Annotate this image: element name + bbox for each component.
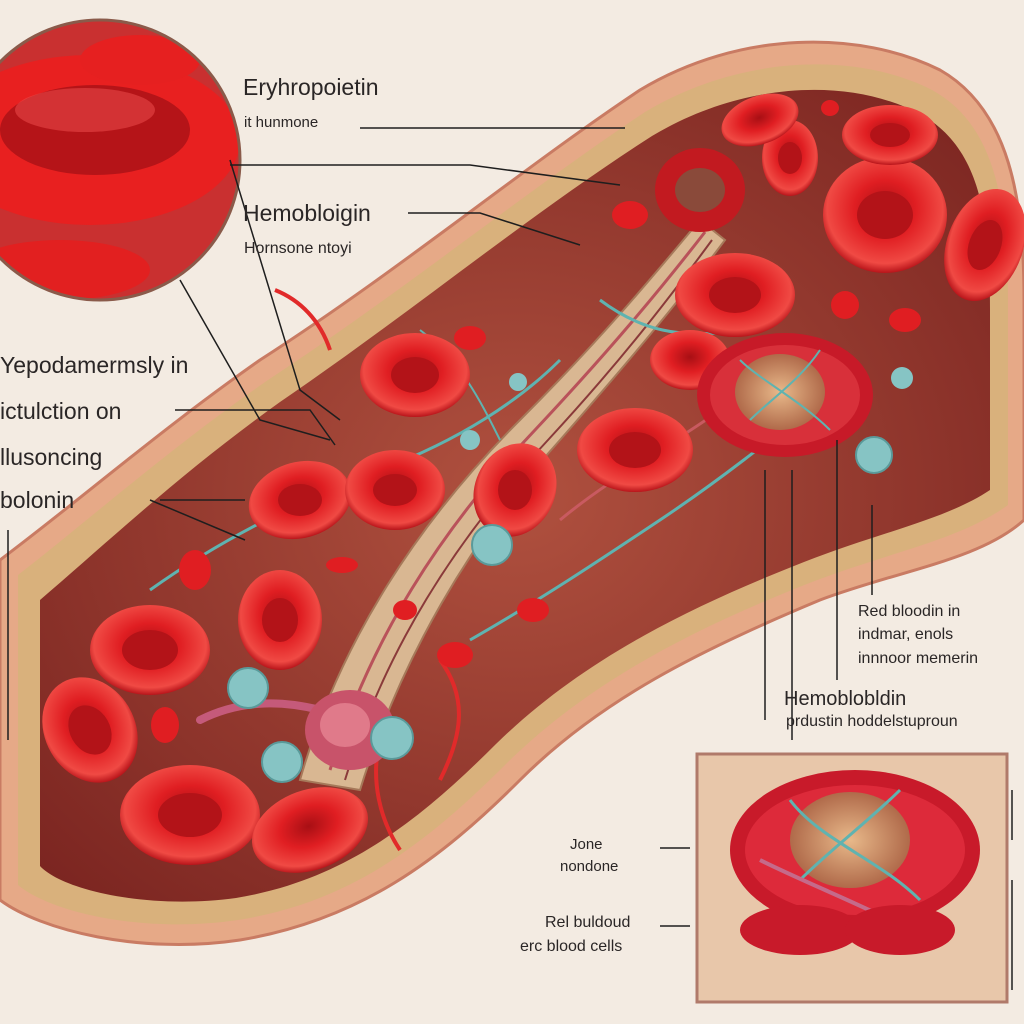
- label-left-3: llusoncing: [0, 444, 103, 470]
- rbc: [675, 253, 795, 337]
- rbc-small: [151, 100, 921, 743]
- zoom-inset: [0, 18, 242, 302]
- rbc: [655, 148, 745, 232]
- rbc: [90, 605, 210, 695]
- label-right-1: Red bloodin in: [858, 603, 961, 620]
- label-hemoglobin: Hemobloigin: [243, 200, 371, 226]
- label-inset-4: erc blood cells: [520, 938, 623, 955]
- rbc: [823, 157, 947, 273]
- rbc: [944, 188, 1024, 302]
- red-blood-cells: [42, 93, 1024, 873]
- rbc: [577, 408, 693, 492]
- rbc: [345, 450, 445, 530]
- rbc: [251, 787, 369, 873]
- label-left-1: Yepodamermsly in: [0, 352, 189, 378]
- cluster-inset: [695, 752, 1009, 1004]
- label-hormone: it hunmone: [244, 114, 319, 131]
- label-hormone-note: Hornsone ntoyi: [244, 240, 352, 257]
- rbc: [842, 105, 938, 165]
- rbc: [120, 765, 260, 865]
- label-inset-2: nondone: [560, 858, 619, 875]
- label-hemoglobin-2: Hemoblobldin: [784, 688, 907, 710]
- white-cells: [227, 367, 913, 783]
- rbc: [360, 333, 470, 417]
- rbc: [473, 443, 557, 537]
- label-production: prdustin hoddelstuproun: [786, 713, 958, 730]
- rbc: [238, 570, 322, 670]
- marrow-cluster: [697, 333, 873, 457]
- label-right-3: innnoor memerin: [858, 650, 979, 667]
- label-left-4: bolonin: [0, 487, 75, 513]
- label-left-2: ictulction on: [0, 398, 122, 424]
- rbc: [42, 677, 138, 783]
- rbc: [248, 460, 352, 540]
- leader-lines: [7, 127, 1013, 990]
- label-inset-1: Jone: [570, 836, 603, 853]
- label-right-2: indmar, enols: [858, 626, 954, 643]
- rbc: [721, 93, 799, 147]
- label-erythropoietin: Eryhropoietin: [243, 74, 379, 100]
- label-inset-3: Rel buldoud: [545, 914, 631, 931]
